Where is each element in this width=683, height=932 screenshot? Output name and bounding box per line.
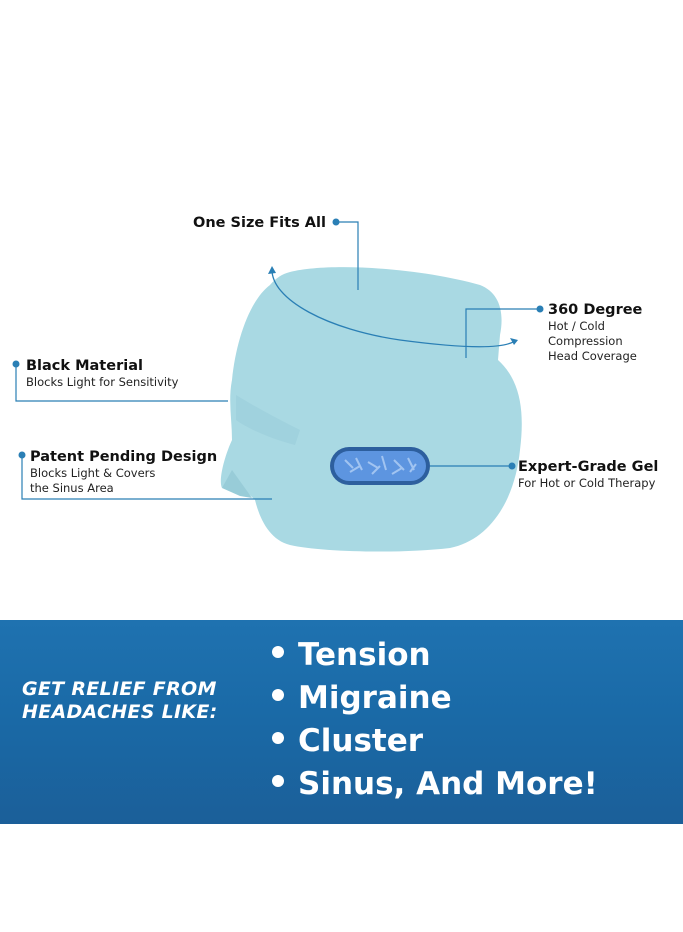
list-item-label: Tension	[298, 637, 431, 673]
list-item-label: Migraine	[298, 680, 452, 716]
list-item: Tension	[272, 634, 598, 677]
cap-body-shape	[220, 267, 522, 552]
bullet-icon	[272, 688, 284, 701]
callout-gel-title: Expert-Grade Gel	[518, 459, 659, 475]
leader-one-size	[336, 221, 359, 290]
list-item: Migraine	[272, 677, 598, 720]
callout-360-line: Compression	[548, 334, 623, 348]
dot-patent	[18, 451, 26, 459]
leader-patent	[21, 455, 272, 500]
list-item: Cluster	[272, 720, 598, 763]
bullet-icon	[272, 774, 284, 787]
callout-gel-line: For Hot or Cold Therapy	[518, 476, 656, 490]
bullet-icon	[272, 645, 284, 658]
cap-shade-band	[236, 395, 300, 445]
callout-black-material: Black Material Blocks Light for Sensitiv…	[26, 357, 178, 390]
dot-black-material	[12, 360, 20, 368]
callout-black-material-line: Blocks Light for Sensitivity	[26, 375, 179, 389]
callout-360-degree: 360 Degree Hot / Cold Compression Head C…	[548, 301, 642, 364]
list-item-label: Cluster	[298, 723, 424, 759]
arc-arrowhead-right	[510, 338, 518, 345]
banner-heading: GET RELIEF FROM HEADACHES LIKE:	[22, 678, 252, 724]
headache-types-list: Tension Migraine Cluster Sinus, And More…	[272, 634, 598, 806]
leader-black-material	[15, 364, 228, 402]
gel-beads-texture	[344, 455, 417, 475]
callout-one-size-title: One Size Fits All	[193, 215, 326, 231]
arc-arrowhead-left	[268, 266, 276, 274]
callout-360-title: 360 Degree	[548, 302, 643, 318]
callout-patent-title: Patent Pending Design	[30, 449, 218, 465]
callout-patent-line: Blocks Light & Covers	[30, 466, 156, 480]
banner-heading-line: GET RELIEF FROM	[22, 678, 217, 700]
cap-eye-flap	[222, 470, 252, 498]
bullet-icon	[272, 731, 284, 744]
dot-gel	[508, 462, 516, 470]
callout-360-line: Hot / Cold	[548, 319, 605, 333]
callout-patent-pending: Patent Pending Design Blocks Light & Cov…	[30, 448, 217, 496]
callout-patent-line: the Sinus Area	[30, 481, 114, 495]
headache-relief-cap-illustration	[12, 218, 544, 552]
callout-360-line: Head Coverage	[548, 349, 637, 363]
list-item: Sinus, And More!	[272, 763, 598, 806]
rotation-arc	[271, 267, 517, 348]
leader-360	[465, 308, 540, 358]
banner-heading-line: HEADACHES LIKE:	[22, 701, 218, 723]
callout-black-material-title: Black Material	[26, 358, 143, 374]
callout-one-size: One Size Fits All	[193, 214, 326, 232]
dot-one-size	[332, 218, 340, 226]
relief-banner: GET RELIEF FROM HEADACHES LIKE: Tension …	[0, 620, 683, 824]
callout-expert-gel: Expert-Grade Gel For Hot or Cold Therapy	[518, 458, 658, 491]
dot-360	[536, 305, 544, 313]
list-item-label: Sinus, And More!	[298, 766, 598, 802]
